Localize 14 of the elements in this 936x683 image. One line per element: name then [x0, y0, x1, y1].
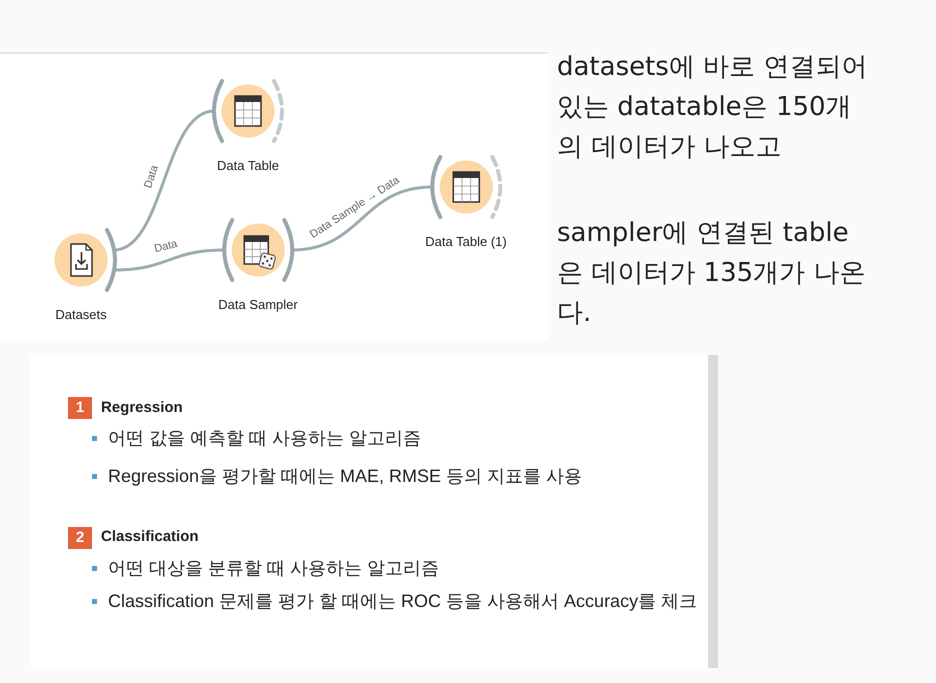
section-heading: Regression — [101, 398, 183, 418]
section-number: 1 — [68, 397, 92, 419]
node-label: Data Sampler — [218, 297, 298, 313]
bullet-text: 어떤 값을 예측할 때 사용하는 알고리즘 — [108, 427, 422, 450]
node-label: Datasets — [55, 307, 107, 323]
description-text: datasets에 바로 연결되어 있는 datatable은 150개의 데이터가 나오고 — [557, 51, 868, 164]
bullet-text: Classification 문제를 평가 할 때에는 ROC 등을 사용해서 Accuracy를 체크 — [108, 590, 698, 613]
section-number: 2 — [68, 527, 92, 549]
node-label: Data Table — [217, 158, 279, 174]
bullet-text: 어떤 대상을 분류할 때 사용하는 알고리즘 — [108, 557, 440, 580]
description-text: sampler에 연결된 table은 데이터가 135개가 나온다. — [557, 217, 866, 330]
bullet-text: Regression을 평가할 때에는 MAE, RMSE 등의 지표를 사용 — [108, 465, 582, 488]
node-label: Data Table (1) — [425, 234, 507, 250]
section-heading: Classification — [101, 527, 199, 547]
